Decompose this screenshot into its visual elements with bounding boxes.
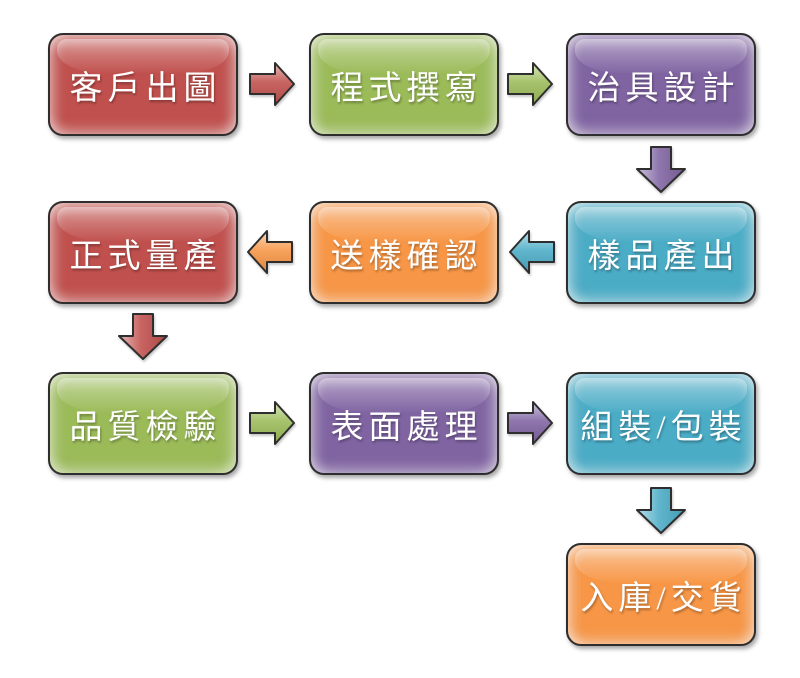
step-warehouse-delivery: 入庫/交貨 (566, 543, 756, 646)
step-surface-treatment: 表面處理 (309, 372, 499, 475)
block-arrow-down-icon (636, 487, 686, 534)
step-quality-inspection-label: 品質檢驗 (69, 409, 222, 446)
step-customer-drawing: 客戶出圖 (48, 33, 238, 136)
block-arrow-left-icon (509, 230, 555, 274)
block-arrow-down-icon (118, 313, 168, 360)
step-mass-production: 正式量產 (48, 201, 238, 304)
step-programming: 程式撰寫 (309, 33, 499, 136)
step-surface-treatment-label: 表面處理 (330, 409, 483, 446)
step-jig-design: 治具設計 (566, 33, 756, 136)
step-assembly-packing-label: 組裝/包裝 (580, 409, 747, 446)
step-mass-production-label: 正式量產 (69, 238, 222, 275)
arrow-right-quality-inspection-to-surface-treatment (249, 399, 295, 447)
block-arrow-right-icon (507, 401, 553, 445)
step-sample-confirm: 送樣確認 (309, 201, 499, 304)
arrow-left-sample-confirm-to-mass-production (247, 228, 293, 276)
arrow-right-customer-drawing-to-programming (249, 60, 295, 108)
step-sample-confirm-label: 送樣確認 (330, 238, 483, 275)
step-customer-drawing-label: 客戶出圖 (69, 70, 222, 107)
arrow-down-mass-production-to-quality-inspection (115, 313, 171, 361)
arrow-left-sample-output-to-sample-confirm (509, 228, 555, 276)
step-sample-output-label: 樣品產出 (587, 238, 740, 275)
step-quality-inspection: 品質檢驗 (48, 372, 238, 475)
arrow-down-jig-design-to-sample-output (633, 146, 689, 194)
block-arrow-down-icon (636, 146, 686, 193)
step-assembly-packing: 組裝/包裝 (566, 372, 756, 475)
block-arrow-right-icon (249, 62, 295, 106)
step-programming-label: 程式撰寫 (330, 70, 483, 107)
block-arrow-right-icon (507, 62, 553, 106)
block-arrow-left-icon (247, 230, 293, 274)
step-warehouse-delivery-label: 入庫/交貨 (580, 580, 747, 617)
block-arrow-right-icon (249, 401, 295, 445)
arrow-down-assembly-packing-to-warehouse-delivery (633, 487, 689, 535)
arrow-right-programming-to-jig-design (507, 60, 553, 108)
step-jig-design-label: 治具設計 (587, 70, 740, 107)
arrow-right-surface-treatment-to-assembly-packing (507, 399, 553, 447)
step-sample-output: 樣品產出 (566, 201, 756, 304)
